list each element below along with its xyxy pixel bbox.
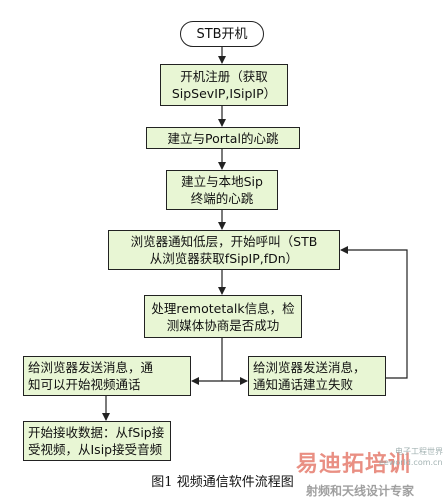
figure-caption: 图1 视频通信软件流程图 (151, 475, 294, 490)
node-notify-success: 给浏览器发送消息，通 知可以开始视频通话 (23, 356, 191, 396)
node-stb-start-label: STB开机 (196, 26, 248, 42)
watermark-small-1: 电子工程世界 (395, 447, 443, 456)
node-portal-heartbeat: 建立与Portal的心跳 (146, 127, 300, 149)
node-local-sip-heartbeat: 建立与本地Sip 终端的心跳 (166, 170, 278, 210)
node-start-call: 浏览器通知低层，开始呼叫（STB 从浏览器获取fSipIP,fDn） (108, 230, 340, 270)
arrow-fail-loop-to-call (340, 246, 408, 379)
node-notify-failure: 给浏览器发送消息， 通知通话建立失败 (248, 356, 386, 396)
node-start-call-label: 浏览器通知低层，开始呼叫（STB 从浏览器获取fSipIP,fDn） (130, 234, 318, 266)
watermark-sub: 射频和天线设计专家 (306, 484, 415, 498)
node-remotetalk: 处理remotetalk信息，检 测媒体协商是否成功 (144, 295, 302, 338)
node-register-label: 开机注册（获取 SipSevIP,ISipIP） (171, 69, 277, 101)
node-receive-data: 开始接收数据：从fSip接 受视频，从Isip接受音频 (23, 421, 171, 461)
watermark-small-2: eeworld.com.cn (379, 458, 443, 467)
watermark-main: 易迪拓培训 (296, 452, 412, 477)
node-portal-heartbeat-label: 建立与Portal的心跳 (167, 130, 279, 146)
node-local-sip-heartbeat-label: 建立与本地Sip 终端的心跳 (181, 174, 263, 206)
node-notify-failure-label: 给浏览器发送消息， 通知通话建立失败 (253, 360, 366, 392)
node-receive-data-label: 开始接收数据：从fSip接 受视频，从Isip接受音频 (28, 425, 165, 457)
node-stb-start: STB开机 (180, 21, 264, 47)
node-notify-success-label: 给浏览器发送消息，通 知可以开始视频通话 (28, 360, 154, 392)
node-remotetalk-label: 处理remotetalk信息，检 测媒体协商是否成功 (151, 300, 295, 333)
node-register: 开机注册（获取 SipSevIP,ISipIP） (160, 64, 288, 106)
